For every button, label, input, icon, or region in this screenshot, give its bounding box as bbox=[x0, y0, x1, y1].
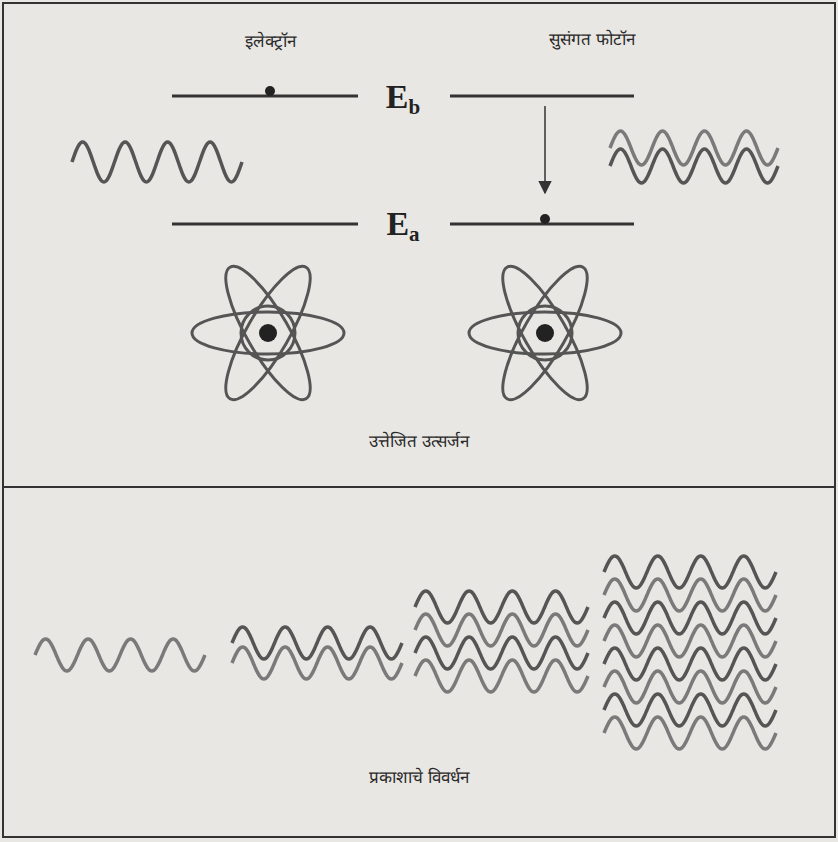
orbit bbox=[518, 306, 572, 360]
electron-dot bbox=[540, 214, 550, 224]
panel: प्रकाशाचे विवर्धन bbox=[3, 487, 835, 837]
orbit bbox=[469, 312, 621, 354]
atom-group bbox=[192, 257, 621, 410]
part-label: इलेक्ट्रॉन bbox=[245, 29, 296, 52]
energy-level-label: Ea bbox=[386, 205, 419, 247]
electron-dot bbox=[265, 86, 275, 96]
orbit bbox=[241, 306, 295, 360]
orbit bbox=[212, 257, 324, 410]
part-label: सुसंगत फोटॉन bbox=[549, 27, 635, 50]
outer-frame bbox=[3, 3, 835, 837]
atom-symbol bbox=[192, 257, 344, 410]
atom-symbol bbox=[469, 257, 621, 410]
orbit bbox=[192, 312, 344, 354]
energy-level bbox=[450, 95, 634, 98]
energy-level bbox=[172, 95, 358, 98]
orbit bbox=[212, 257, 324, 410]
light-wave bbox=[72, 142, 242, 182]
nucleus bbox=[536, 324, 554, 342]
light-wave bbox=[35, 639, 205, 671]
light-wave bbox=[415, 660, 588, 692]
nucleus bbox=[259, 324, 277, 342]
orbit bbox=[489, 257, 601, 410]
panel-divider bbox=[3, 486, 835, 488]
orbit bbox=[489, 257, 601, 410]
transition-arrow bbox=[544, 106, 546, 193]
light-wave bbox=[232, 647, 402, 679]
caption: प्रकाशाचे विवर्धन bbox=[3, 765, 835, 788]
energy-level bbox=[172, 223, 358, 226]
caption: उत्तेजित उत्सर्जन bbox=[3, 429, 835, 452]
light-wave bbox=[610, 149, 778, 183]
light-wave bbox=[604, 717, 776, 749]
energy-level-label: Eb bbox=[386, 78, 420, 120]
